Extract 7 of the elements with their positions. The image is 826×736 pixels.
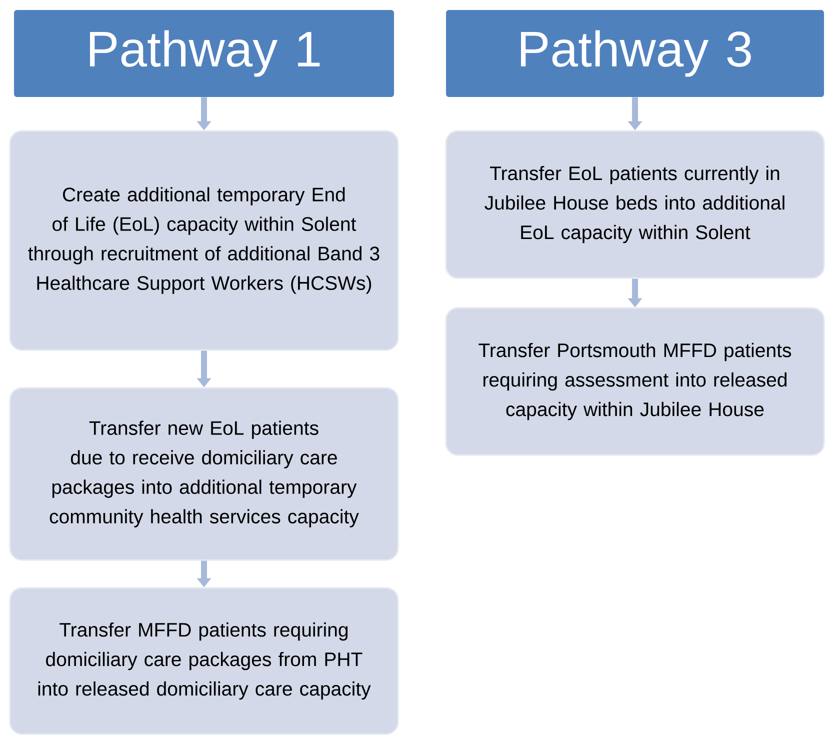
process-box: Transfer Portsmouth MFFD patients requiring assessment into released capacity within Jubilee House [445,307,825,456]
process-box: Transfer EoL patients currently in Jubilee House beds into additional EoL capacity within Solent [445,130,825,279]
header-box: Pathway 3 [446,10,824,97]
process-box: Create additional temporary End of Life (EoL) capacity within Solent through recruitment of additional Band 3 Healthcare Support Workers (HCSWs) [9,130,399,351]
process-box: Transfer new EoL patients due to receive domiciliary care packages into additional temporary community health services capacity [9,387,399,561]
process-box: Transfer MFFD patients requiring domiciliary care packages from PHT into released domiciliary care capacity [9,587,399,735]
header-box: Pathway 1 [14,10,394,97]
